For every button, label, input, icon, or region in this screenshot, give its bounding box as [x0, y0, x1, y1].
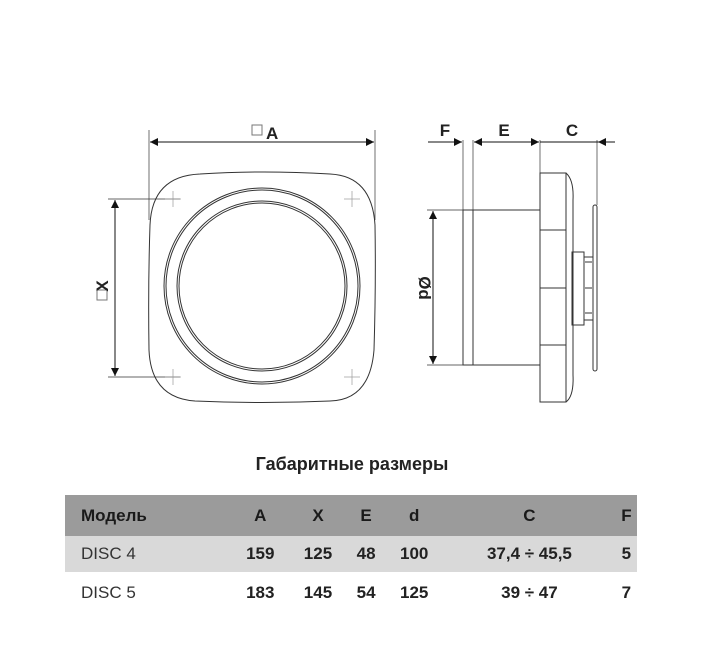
cell-c: 37,4 ÷ 45,5 — [486, 544, 572, 563]
cell-x: 145 — [303, 583, 333, 602]
table-row: DISC 4 159 125 48 100 37,4 ÷ 45,5 5 — [65, 536, 637, 572]
front-view — [96, 124, 376, 403]
cell-e: 48 — [356, 544, 376, 563]
label-d: Ød — [415, 276, 434, 300]
table-row: DISC 5 183 145 54 125 39 ÷ 47 7 — [65, 572, 637, 614]
table-title: Габаритные размеры — [255, 454, 449, 474]
header-model: Модель — [81, 505, 147, 525]
label-a: A — [266, 124, 278, 143]
label-x: X — [93, 280, 112, 292]
housing-outline — [148, 171, 376, 403]
cell-model: DISC 5 — [81, 583, 136, 602]
header-f: F — [621, 505, 632, 525]
cell-d: 100 — [399, 544, 429, 563]
label-c: C — [566, 121, 578, 140]
header-x: X — [312, 505, 324, 525]
header-d: d — [408, 505, 420, 525]
mounting-hole-marks — [165, 191, 360, 385]
cell-c: 39 ÷ 47 — [501, 583, 558, 602]
cell-f: 7 — [621, 583, 632, 602]
cell-x: 125 — [303, 544, 333, 563]
cell-d: 125 — [399, 583, 429, 602]
header-a: A — [254, 505, 267, 525]
table-header-row: Модель A X E d C F — [65, 495, 637, 536]
cell-e: 54 — [356, 583, 376, 602]
side-view — [427, 138, 615, 403]
header-e: E — [360, 505, 372, 525]
cell-f: 5 — [621, 544, 632, 563]
label-f: F — [440, 121, 450, 140]
label-e: E — [498, 121, 509, 140]
technical-drawing: A X F E C Ød — [93, 121, 615, 403]
cell-a: 159 — [246, 544, 275, 563]
dimensions-table: Модель A X E d C F DISC 4 159 125 48 100… — [65, 495, 637, 614]
cell-a: 183 — [246, 583, 275, 602]
cell-model: DISC 4 — [81, 544, 136, 563]
header-c: C — [523, 505, 536, 525]
